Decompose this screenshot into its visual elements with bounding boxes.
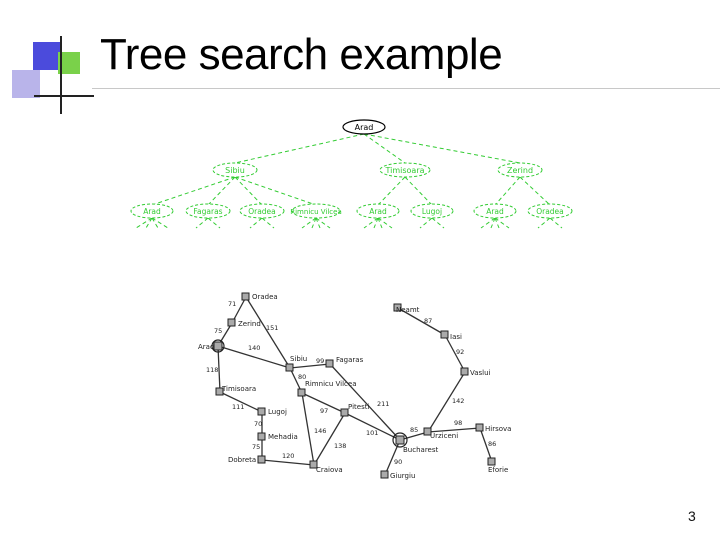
tree-node-l1: Timisoara bbox=[384, 166, 424, 175]
city-label: Oradea bbox=[252, 293, 278, 301]
city-label: Zerind bbox=[238, 320, 261, 328]
city-label: Dobreta bbox=[228, 456, 256, 464]
title-underline bbox=[92, 88, 720, 89]
distance-label: 70 bbox=[254, 420, 262, 428]
corner-square-blue bbox=[33, 42, 61, 70]
distance-label: 99 bbox=[316, 357, 324, 365]
city-label: Fagaras bbox=[336, 356, 364, 364]
city-label: Hirsova bbox=[485, 425, 511, 433]
city-label: Vaslui bbox=[470, 369, 491, 377]
distance-label: 146 bbox=[314, 427, 326, 435]
distance-label: 71 bbox=[228, 300, 236, 308]
city-label: Mehadia bbox=[268, 433, 298, 441]
tree-node-l2: Oradea bbox=[536, 207, 564, 216]
goal-city-marker bbox=[392, 432, 408, 448]
city-label: Lugoj bbox=[268, 408, 287, 416]
corner-vline bbox=[60, 36, 62, 114]
distance-label: 140 bbox=[248, 344, 260, 352]
tree-node-l2: Arad bbox=[486, 207, 504, 216]
city-label: Sibiu bbox=[290, 355, 307, 363]
distance-label: 138 bbox=[334, 442, 346, 450]
distance-label: 85 bbox=[410, 426, 418, 434]
distance-label: 75 bbox=[252, 443, 260, 451]
tree-node-l2: Fagaras bbox=[193, 207, 222, 216]
tree-node-root-label: Arad bbox=[355, 123, 374, 132]
corner-square-lilac bbox=[12, 70, 40, 98]
tree-node-l2: Lugoj bbox=[422, 207, 442, 216]
tree-node-l2: Rimnicu Vilcea bbox=[290, 208, 342, 216]
distance-label: 120 bbox=[282, 452, 294, 460]
city-label: Rimnicu Vilcea bbox=[305, 380, 357, 388]
distance-label: 211 bbox=[377, 400, 389, 408]
corner-square-green bbox=[58, 52, 80, 74]
city-label: Timisoara bbox=[221, 385, 256, 393]
tree-node-l2: Oradea bbox=[248, 207, 276, 216]
tree-node-l2: Arad bbox=[143, 207, 161, 216]
distance-label: 92 bbox=[456, 348, 464, 356]
distance-label: 98 bbox=[454, 419, 462, 427]
city-label: Eforie bbox=[488, 466, 508, 474]
city-label: Arad bbox=[198, 343, 214, 351]
city-label: Neamt bbox=[396, 306, 420, 314]
distance-label: 118 bbox=[206, 366, 218, 374]
distance-label: 90 bbox=[394, 458, 402, 466]
city-label: Pitesti bbox=[348, 403, 369, 411]
tree-node-l1: Sibiu bbox=[225, 166, 245, 175]
slide-title: Tree search example bbox=[100, 30, 503, 79]
distance-label: 101 bbox=[366, 429, 378, 437]
distance-label: 151 bbox=[266, 324, 278, 332]
city-label: Urziceni bbox=[430, 432, 458, 440]
distance-label: 87 bbox=[424, 317, 432, 325]
city-label: Giurgiu bbox=[390, 472, 415, 480]
corner-hline bbox=[34, 95, 94, 97]
distance-label: 142 bbox=[452, 397, 464, 405]
distance-label: 75 bbox=[214, 327, 222, 335]
city-label: Craiova bbox=[316, 466, 343, 474]
tree-node-l2: Arad bbox=[369, 207, 387, 216]
tree-node-root bbox=[342, 119, 386, 135]
distance-label: 97 bbox=[320, 407, 328, 415]
distance-label: 111 bbox=[232, 403, 244, 411]
distance-label: 86 bbox=[488, 440, 496, 448]
city-label: Bucharest bbox=[403, 446, 438, 454]
city-label: Iasi bbox=[450, 333, 462, 341]
page-number: 3 bbox=[688, 508, 696, 524]
start-city-marker bbox=[211, 339, 225, 353]
tree-node-l1: Zerind bbox=[507, 166, 533, 175]
distance-label: 80 bbox=[298, 373, 306, 381]
